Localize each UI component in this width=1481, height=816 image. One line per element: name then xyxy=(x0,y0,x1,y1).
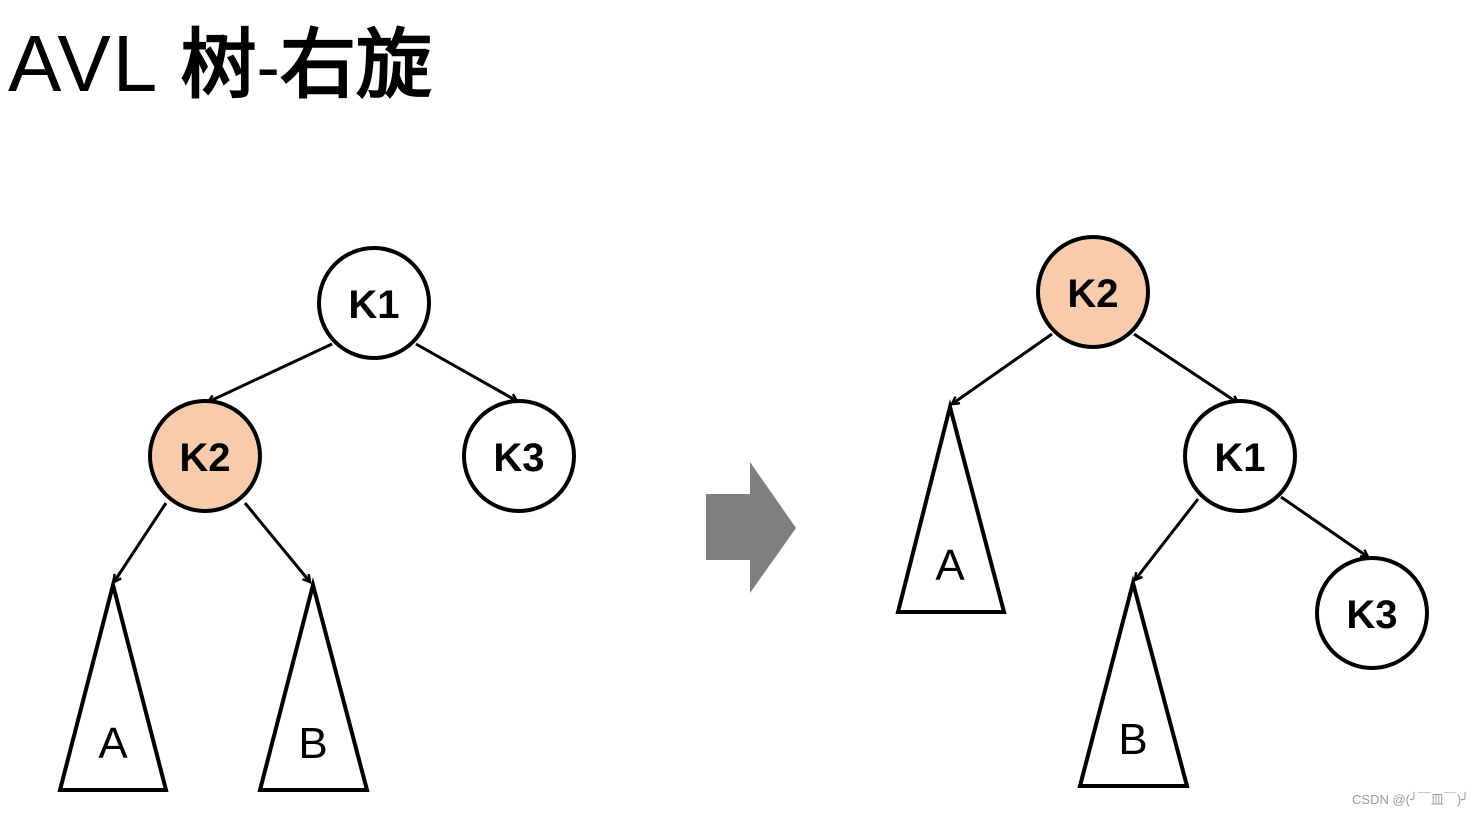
after-edge-k2-a xyxy=(952,332,1053,404)
before-node-k1: K1 xyxy=(317,246,431,360)
after-edge-k2-k1 xyxy=(1133,332,1238,403)
before-subtree-a: A xyxy=(57,577,169,792)
after-edge-k1-b xyxy=(1135,498,1200,580)
title-separator: - xyxy=(256,28,280,106)
after-subtree-b: B xyxy=(1077,575,1190,788)
before-node-k2: K2 xyxy=(148,399,262,513)
after-subtree-b-label: B xyxy=(1118,715,1147,764)
before-edge-k1-k3 xyxy=(415,342,517,403)
after-node-k2-label: K2 xyxy=(1067,272,1118,316)
after-tree: K2 K1 K3 A B xyxy=(895,235,1429,788)
before-edge-k2-b xyxy=(243,502,310,582)
before-subtree-b-label: B xyxy=(298,719,327,768)
before-node-k3-label: K3 xyxy=(493,436,544,480)
title-latin: AVL xyxy=(8,19,181,108)
before-subtree-b: B xyxy=(257,577,370,792)
after-subtree-a-label: A xyxy=(935,541,965,590)
before-subtree-a-label: A xyxy=(98,719,128,768)
right-arrow-icon xyxy=(706,462,796,593)
title-cjk-tree: 树 xyxy=(180,20,257,109)
before-tree: K1 K2 K3 A B xyxy=(57,246,576,792)
after-subtree-a: A xyxy=(895,399,1007,614)
before-node-k3: K3 xyxy=(462,399,576,513)
title-cjk-rotate: 右旋 xyxy=(279,20,432,109)
page-title: AVL 树-右旋 xyxy=(8,14,432,114)
before-node-k1-label: K1 xyxy=(348,283,399,327)
after-node-k1: K1 xyxy=(1183,399,1297,513)
after-node-k3-label: K3 xyxy=(1346,593,1397,637)
before-edge-k1-k2 xyxy=(208,342,333,402)
before-edge-k2-a xyxy=(114,502,168,582)
after-node-k3: K3 xyxy=(1315,556,1429,670)
watermark: CSDN @(╯￣皿￣)╯ xyxy=(1352,792,1469,807)
after-node-k1-label: K1 xyxy=(1214,436,1265,480)
after-edge-k1-k3 xyxy=(1280,495,1368,557)
after-node-k2: K2 xyxy=(1036,235,1150,349)
before-node-k2-label: K2 xyxy=(179,436,230,480)
